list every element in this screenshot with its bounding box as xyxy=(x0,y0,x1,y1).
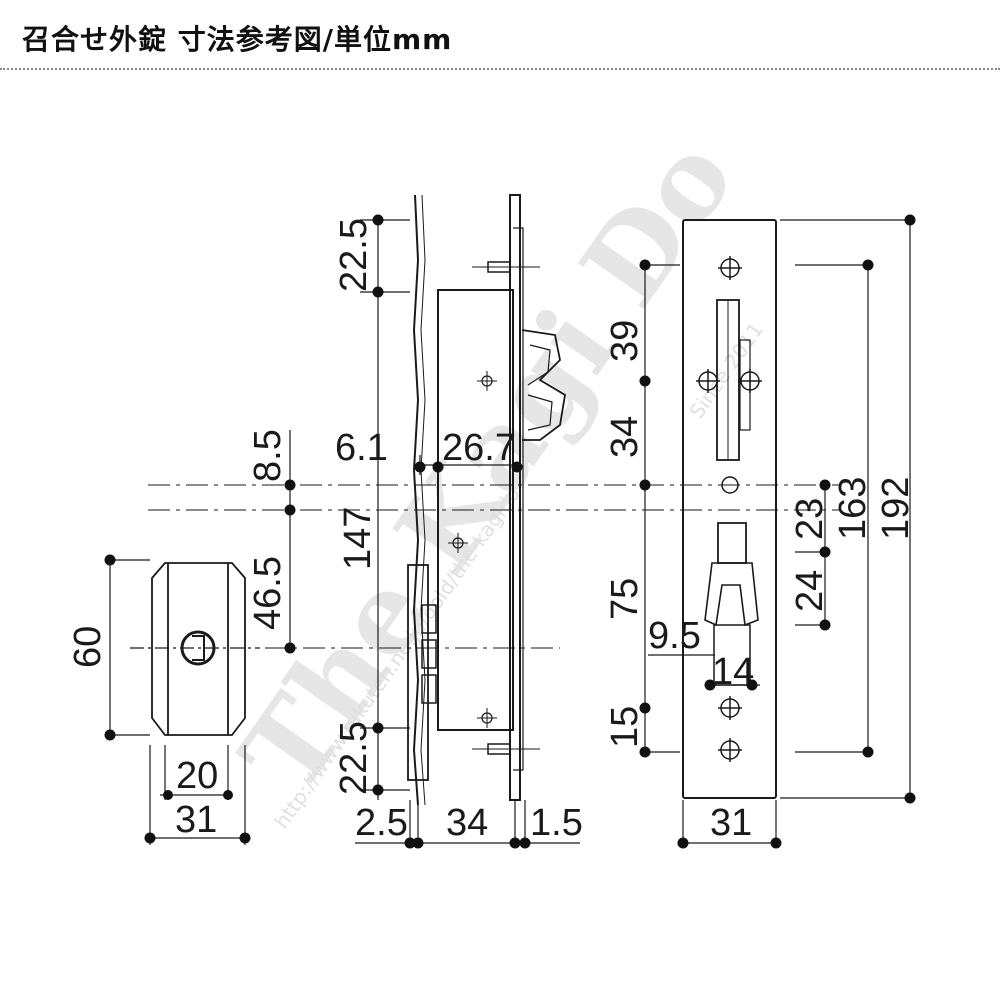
dim-31-cyl: 31 xyxy=(175,799,217,841)
dim-6-1: 6.1 xyxy=(335,427,388,469)
title-divider xyxy=(0,68,1000,70)
dim-1-5: 1.5 xyxy=(530,802,583,844)
dim-34-depth: 34 xyxy=(446,802,488,844)
watermark-since: Since 2011 xyxy=(684,318,768,423)
dim-163: 163 xyxy=(832,477,874,540)
dim-46-5: 46.5 xyxy=(247,556,289,630)
dim-26-7: 26.7 xyxy=(442,427,516,469)
dim-14: 14 xyxy=(712,651,754,693)
dim-2-5: 2.5 xyxy=(355,802,408,844)
dim-34-strike: 34 xyxy=(604,416,646,458)
dim-147: 147 xyxy=(337,507,379,570)
dimension-labels: 60 20 31 22.5 22.5 8.5 46.5 147 6.1 26.7… xyxy=(67,218,917,844)
cylinder-view xyxy=(105,559,260,845)
dim-75: 75 xyxy=(604,578,646,620)
dim-9-5: 9.5 xyxy=(648,615,701,657)
dim-192: 192 xyxy=(875,477,917,540)
dim-20: 20 xyxy=(176,755,218,797)
dim-39: 39 xyxy=(604,320,646,362)
dim-22-5-bottom: 22.5 xyxy=(333,721,375,795)
dim-23: 23 xyxy=(789,498,831,540)
dim-60: 60 xyxy=(67,626,109,668)
dim-31-plate: 31 xyxy=(710,802,752,844)
dimension-dots xyxy=(104,214,916,849)
dim-22-5-top: 22.5 xyxy=(333,218,375,292)
dim-24: 24 xyxy=(789,570,831,612)
dim-15: 15 xyxy=(604,706,646,748)
page-title: 召合せ外錠 寸法参考図/単位mm xyxy=(22,23,453,56)
dim-8-5: 8.5 xyxy=(247,429,289,482)
watermark: The Kagi Do Since 2011 http://www.rakute… xyxy=(216,116,768,833)
